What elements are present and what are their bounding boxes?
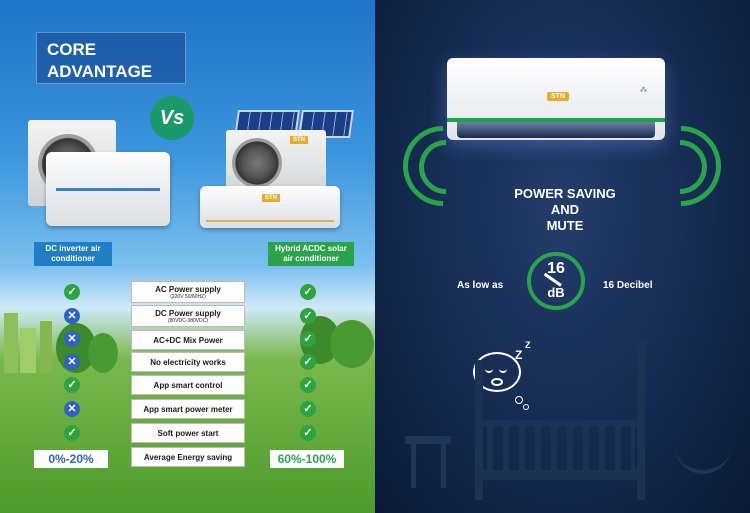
headline: POWER SAVING AND MUTE — [495, 186, 635, 234]
check-icon: ✓ — [300, 354, 316, 370]
table-row: No electricity works — [131, 352, 245, 372]
decibel-text: 16 Decibel — [603, 280, 653, 291]
headline-line-2: AND — [550, 202, 580, 217]
bubble-icon — [523, 404, 529, 410]
table-row: Average Energy saving — [131, 447, 245, 467]
green-accent-strip — [447, 118, 665, 122]
zzz-icon-small: Z — [525, 340, 531, 350]
table-row: AC Power supply (220V 50/60HZ) — [131, 281, 245, 303]
title-core-advantage: CORE ADVANTAGE — [36, 32, 186, 84]
right-panel: STN ⁂ POWER SAVING AND MUTE As low as 16… — [375, 0, 750, 513]
title-line-2: ADVANTAGE — [47, 62, 153, 81]
cross-icon: ✕ — [64, 354, 80, 370]
row-label: Soft power start — [157, 428, 219, 438]
headline-line-3: MUTE — [546, 218, 584, 233]
cross-icon: ✕ — [64, 401, 80, 417]
table-row: Soft power start — [131, 423, 245, 443]
stool-leg — [411, 444, 416, 488]
cross-icon: ✕ — [64, 331, 80, 347]
hybrid-energy-saving: 60%-100% — [270, 450, 344, 468]
as-low-as-label: As low as — [457, 280, 504, 291]
table-row: App smart control — [131, 375, 245, 395]
sleeping-baby-icon — [473, 352, 521, 392]
check-icon: ✓ — [64, 377, 80, 393]
row-label: No electricity works — [150, 357, 226, 367]
headline-line-1: POWER SAVING — [514, 186, 616, 201]
air-vent — [457, 122, 655, 138]
indoor-ac-unit: STN ⁂ — [447, 58, 665, 140]
dc-energy-saving: 0%-20% — [34, 450, 108, 468]
row-label: DC Power supply — [155, 308, 221, 318]
table-row: App smart power meter — [131, 399, 245, 419]
row-label: App smart power meter — [143, 404, 233, 414]
cross-icon: ✕ — [64, 308, 80, 324]
decibel-gauge: 16 dB — [527, 252, 585, 310]
check-icon: ✓ — [300, 377, 316, 393]
title-line-1: CORE — [47, 40, 97, 59]
indoor-brand-logo: STN — [262, 194, 280, 202]
hybrid-label: Hybrid ACDC solar air conditioner — [268, 242, 354, 266]
city-skyline — [0, 293, 125, 373]
display-icon: ⁂ — [640, 87, 647, 94]
check-icon: ✓ — [300, 308, 316, 324]
decibel-value: 16 — [547, 260, 565, 277]
zzz-icon: Z — [515, 348, 523, 362]
row-sublabel: (80VDC-380VDC) — [167, 317, 208, 324]
brand-logo: STN — [547, 92, 569, 101]
left-panel: CORE ADVANTAGE Vs STN STN DC inverter ai… — [0, 0, 375, 513]
row-label: Average Energy saving — [143, 452, 233, 462]
stool-icon — [405, 436, 451, 444]
check-icon: ✓ — [300, 284, 316, 300]
check-icon: ✓ — [300, 331, 316, 347]
check-icon: ✓ — [300, 401, 316, 417]
rocking-toy-icon — [675, 430, 731, 474]
check-icon: ✓ — [64, 425, 80, 441]
table-row: DC Power supply (80VDC-380VDC) — [131, 305, 245, 327]
stool-leg — [441, 444, 446, 488]
row-label: AC+DC Mix Power — [153, 335, 223, 345]
dc-inverter-label: DC inverter air conditioner — [34, 242, 112, 266]
row-label: App smart control — [153, 380, 223, 390]
row-sublabel: (220V 50/60HZ) — [170, 293, 206, 300]
check-icon: ✓ — [300, 425, 316, 441]
bubble-icon — [515, 396, 523, 404]
vs-badge: Vs — [150, 96, 194, 140]
table-row: AC+DC Mix Power — [131, 330, 245, 350]
outdoor-brand-logo: STN — [290, 136, 308, 144]
check-icon: ✓ — [64, 284, 80, 300]
decibel-unit: dB — [547, 285, 565, 300]
row-label: AC Power supply — [155, 284, 221, 294]
